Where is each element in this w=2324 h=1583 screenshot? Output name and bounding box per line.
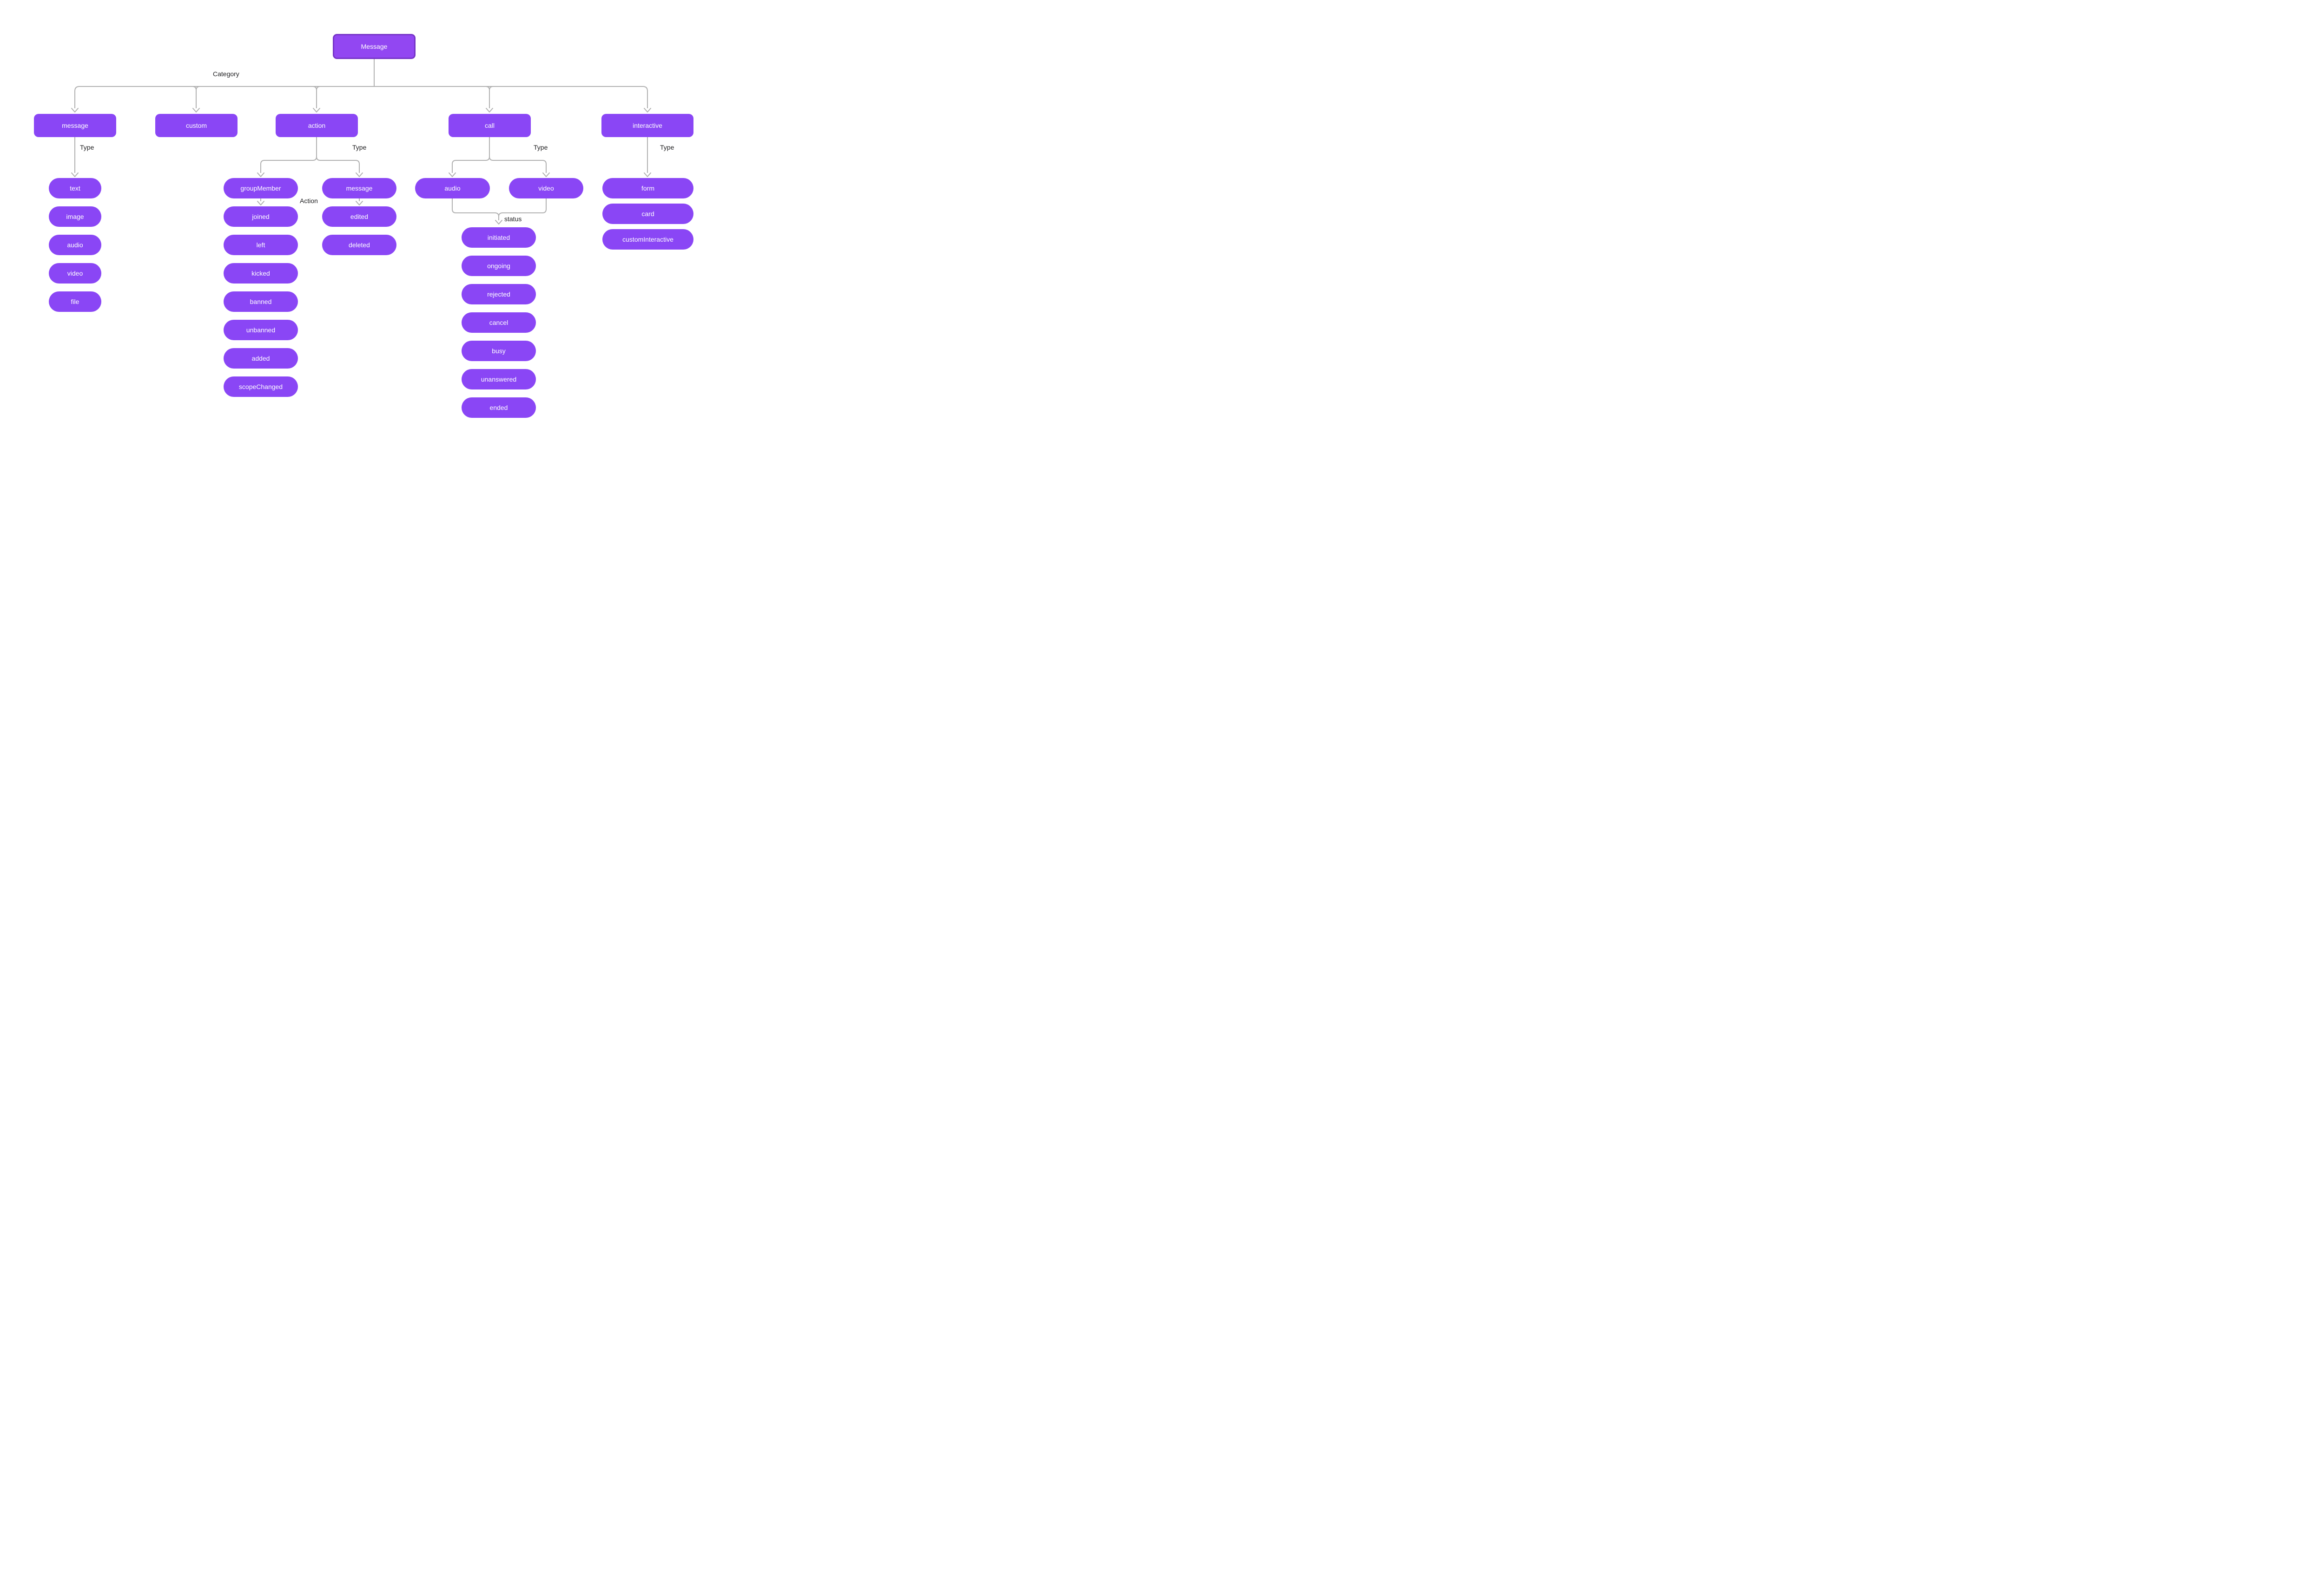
arrowhead-joined: [257, 201, 264, 205]
node-type-custominteractive: customInteractive: [602, 229, 693, 250]
node-type-call-video: video: [509, 178, 583, 198]
edge-label-category: Category: [213, 70, 239, 78]
connector-lines: [71, 59, 651, 224]
edge-drop-action: [312, 86, 321, 108]
node-status-ended: ended: [462, 397, 536, 418]
edge-label-action: Action: [300, 197, 318, 204]
node-action-added: added: [224, 348, 298, 369]
node-category-call: call: [449, 114, 531, 137]
node-action-scopechanged: scopeChanged: [224, 376, 298, 397]
edge-drop-custom: [192, 86, 200, 108]
node-category-interactive: interactive: [601, 114, 693, 137]
node-action-deleted: deleted: [322, 235, 396, 255]
arrowhead-action-message: [356, 172, 363, 177]
node-status-ongoing: ongoing: [462, 256, 536, 276]
node-status-cancel: cancel: [462, 312, 536, 333]
node-status-initiated: initiated: [462, 227, 536, 248]
arrowhead-form: [644, 172, 651, 177]
arrowhead-call: [486, 108, 493, 112]
edge-call-split-left: [452, 156, 490, 173]
node-action-joined: joined: [224, 206, 298, 227]
edge-call-split-right: [489, 156, 547, 173]
node-action-edited: edited: [322, 206, 396, 227]
edge-label-type-message: Type: [80, 144, 94, 151]
edge-label-type-action: Type: [352, 144, 367, 151]
node-action-left: left: [224, 235, 298, 255]
node-type-video: video: [49, 263, 101, 284]
arrowhead-action: [313, 108, 320, 112]
edge-status-merge-left: [452, 198, 499, 220]
node-root-message: Message: [333, 34, 416, 59]
arrowhead-custom: [192, 108, 200, 112]
node-category-message: message: [34, 114, 116, 137]
node-type-image: image: [49, 206, 101, 227]
node-type-groupmember: groupMember: [224, 178, 298, 198]
arrowhead-message: [71, 108, 79, 112]
node-status-unanswered: unanswered: [462, 369, 536, 389]
edge-action-split-right: [316, 156, 360, 173]
edge-label-type-call: Type: [534, 144, 548, 151]
edge-action-split-left: [260, 156, 317, 173]
node-category-custom: custom: [155, 114, 238, 137]
node-action-unbanned: unbanned: [224, 320, 298, 340]
node-type-action-message: message: [322, 178, 396, 198]
node-type-form: form: [602, 178, 693, 198]
arrowhead-initiated: [495, 220, 502, 224]
node-type-card: card: [602, 204, 693, 224]
node-action-banned: banned: [224, 291, 298, 312]
arrowhead-edited: [356, 201, 363, 205]
edge-category-trunk: [74, 86, 648, 108]
arrowhead-groupmember: [257, 172, 264, 177]
node-action-kicked: kicked: [224, 263, 298, 284]
node-status-busy: busy: [462, 341, 536, 361]
node-category-action: action: [276, 114, 358, 137]
edge-status-merge-right: [498, 198, 547, 217]
node-type-audio: audio: [49, 235, 101, 255]
arrowhead-text: [71, 172, 79, 177]
edge-drop-call: [485, 86, 494, 108]
node-type-call-audio: audio: [415, 178, 490, 198]
arrowhead-interactive: [644, 108, 651, 112]
edge-label-type-interactive: Type: [660, 144, 674, 151]
node-type-file: file: [49, 291, 101, 312]
node-status-rejected: rejected: [462, 284, 536, 304]
message-hierarchy-diagram: Category Type Type Type Type Action stat…: [0, 0, 729, 454]
arrowhead-audio: [449, 172, 456, 177]
arrowhead-video: [542, 172, 550, 177]
node-type-text: text: [49, 178, 101, 198]
edge-label-status: status: [504, 215, 522, 223]
